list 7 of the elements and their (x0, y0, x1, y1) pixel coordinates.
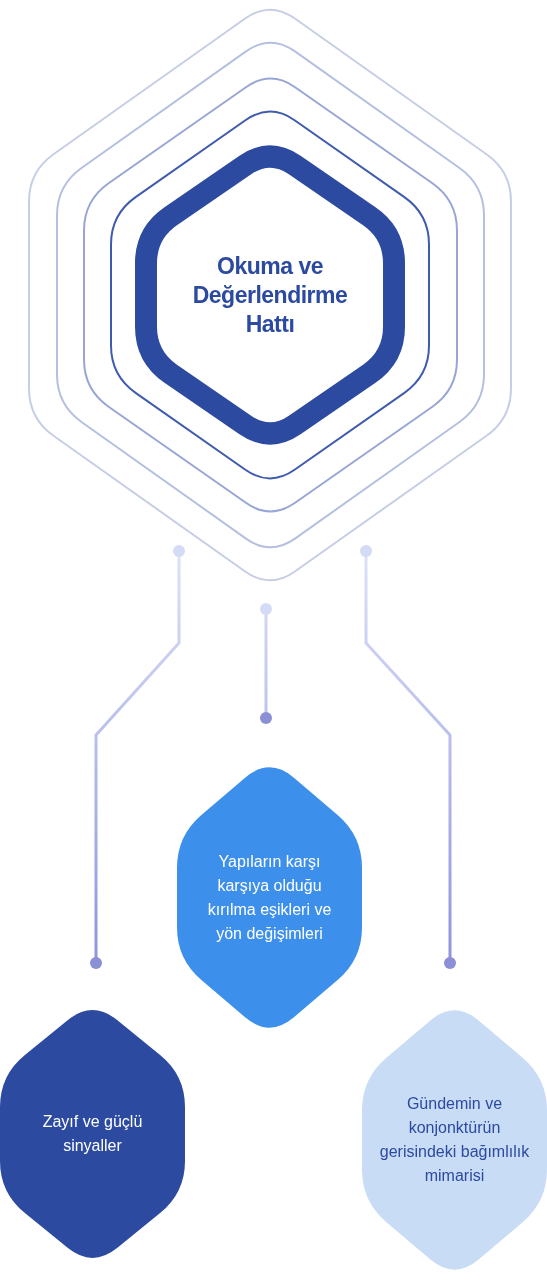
connector-line (360, 545, 456, 969)
hexagon-text: Yapıların karşı karşıya olduğu kırılma eşikleri ve yön değişimleri (206, 851, 333, 944)
hexagon-text: Zayıf ve güçlü sinyaller (41, 1112, 144, 1156)
connector-line (90, 545, 185, 969)
hexagon-text: Gündemin ve konjonktürün gerisindeki bağımlılık mimarisi (378, 1094, 531, 1186)
connector-line (260, 603, 272, 724)
hexagon-title: Okuma ve Değerlendirme Hattı (191, 251, 349, 339)
